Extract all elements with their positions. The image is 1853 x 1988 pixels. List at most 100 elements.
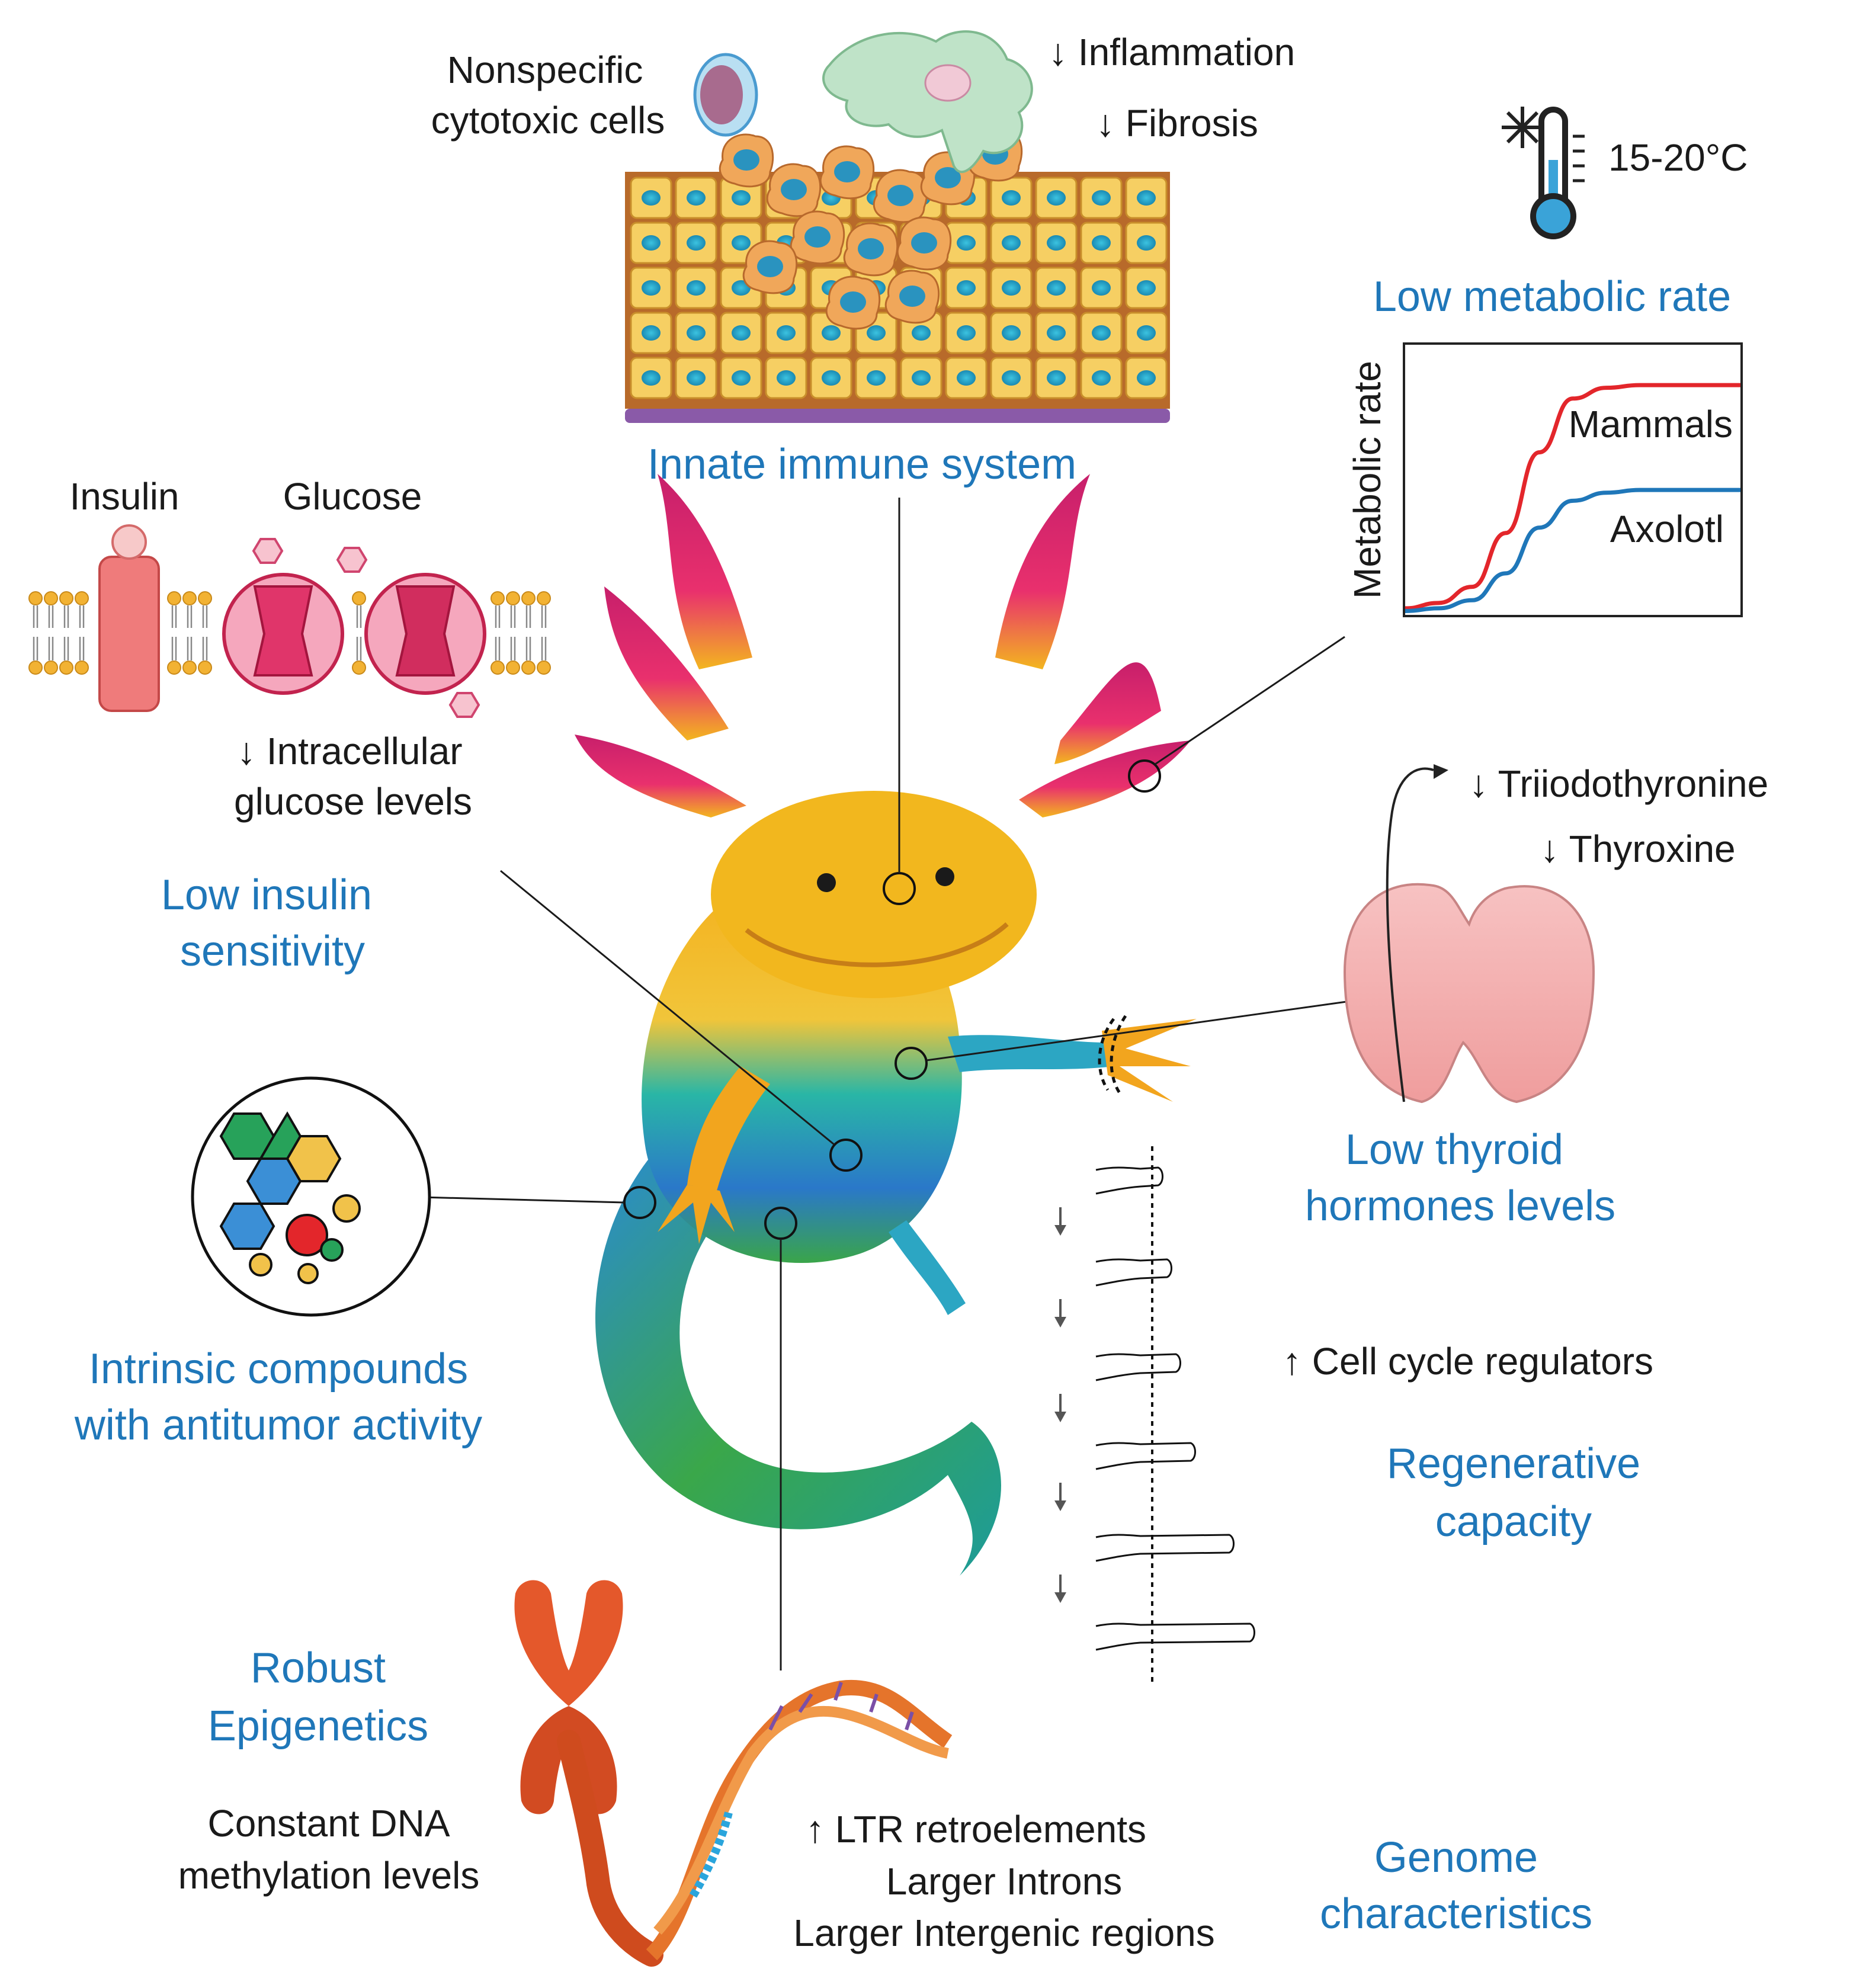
thyroid-title-line2: hormones levels: [1305, 1182, 1615, 1230]
genome-title-line2: characteristics: [1320, 1890, 1592, 1938]
cell-nucleus: [822, 370, 841, 386]
lipid-head: [352, 591, 366, 605]
methylation-label-line1: Constant DNA: [207, 1802, 450, 1845]
cell-nucleus: [642, 325, 661, 341]
cell-nucleus: [1047, 325, 1066, 341]
cell-nucleus: [777, 370, 796, 386]
limb-regeneration-sequence: [1054, 1146, 1255, 1682]
series-label-axolotl: Axolotl: [1610, 508, 1724, 550]
lipid-head: [490, 660, 505, 675]
thyroid-title-line1: Low thyroid: [1345, 1126, 1563, 1173]
cell-nucleus: [1137, 190, 1156, 206]
cell-nucleus: [867, 325, 886, 341]
fibrosis-label: ↓ Fibrosis: [1096, 102, 1258, 145]
epithelial-tissue-illustration: [625, 127, 1170, 423]
lipid-head: [352, 660, 366, 675]
series-line-mammals: [1405, 383, 1740, 611]
glucose-levels-line1: ↓ Intracellular: [237, 730, 463, 772]
lipid-head: [198, 660, 212, 675]
triiodothyronine-label: ↓ Triiodothyronine: [1469, 762, 1768, 805]
chromosome-icon: [514, 1580, 663, 1967]
cell-nucleus: [834, 161, 860, 182]
glucose-levels-line2: glucose levels: [234, 780, 472, 823]
lipid-head: [75, 660, 89, 675]
cell-nucleus: [1047, 190, 1066, 206]
cell-nucleus: [1002, 280, 1021, 296]
lipid-head: [521, 660, 536, 675]
lipid-head: [182, 660, 197, 675]
epigenetics-title-line2: Epigenetics: [208, 1702, 428, 1750]
lipid-head: [75, 591, 89, 605]
thyroid-gland-icon: [1343, 764, 1595, 1104]
cell-nucleus: [1092, 370, 1111, 386]
cell-nucleus: [1137, 370, 1156, 386]
cell-nucleus: [1092, 280, 1111, 296]
cell-membrane-illustration: [28, 591, 551, 675]
lipid-head: [182, 591, 197, 605]
lipid-head: [490, 591, 505, 605]
limb-outline: [1095, 1442, 1196, 1470]
glucose-molecule-icons: [252, 538, 480, 718]
chart-frame: [1403, 342, 1743, 617]
cell-nucleus: [732, 190, 751, 206]
cell-nucleus: [858, 238, 884, 259]
cell-nucleus: [642, 190, 661, 206]
metabolic-rate-title: Low metabolic rate: [1373, 273, 1731, 320]
cytotoxic-cell-icon: [693, 53, 758, 137]
limb-outline: [1095, 1258, 1172, 1287]
lipid-head: [537, 591, 551, 605]
lipid-head: [506, 591, 520, 605]
axolotl-illustration: [575, 474, 1197, 1576]
limb-outline: [1095, 1353, 1181, 1381]
cell-nucleus: [642, 280, 661, 296]
cell-nucleus: [840, 291, 866, 313]
cell-nucleus: [687, 235, 706, 251]
cytotoxic-cells-label-line1: Nonspecific: [447, 49, 643, 91]
cell-nucleus: [822, 325, 841, 341]
cell-nucleus: [867, 370, 886, 386]
cell-nucleus: [957, 370, 976, 386]
leader-lines: [399, 498, 1351, 1670]
cell-nucleus: [912, 370, 931, 386]
cell-nucleus: [1092, 235, 1111, 251]
temperature-label: 15-20°C: [1608, 136, 1748, 179]
lipid-head: [28, 591, 43, 605]
cell-nucleus: [1002, 190, 1021, 206]
cell-nucleus: [887, 185, 913, 206]
lipid-head: [506, 660, 520, 675]
dna-double-helix-icon: [646, 1679, 953, 1961]
lipid-head: [198, 591, 212, 605]
lipid-head: [59, 591, 73, 605]
regeneration-title-line2: capacity: [1435, 1498, 1592, 1545]
lipid-head: [167, 660, 181, 675]
innate-immune-title: Innate immune system: [647, 441, 1076, 488]
cell-nucleus: [1137, 325, 1156, 341]
larger-intergenic-label: Larger Intergenic regions: [793, 1912, 1215, 1954]
cell-nucleus: [781, 179, 807, 200]
cell-nucleus: [1047, 280, 1066, 296]
cell-nucleus: [687, 325, 706, 341]
cell-nucleus: [1092, 325, 1111, 341]
inflammation-label: ↓ Inflammation: [1049, 31, 1295, 73]
sequence-arrowhead: [1054, 1225, 1066, 1236]
cell-nucleus: [777, 325, 796, 341]
sequence-arrowhead: [1054, 1412, 1066, 1422]
molecular-compounds-icon: [191, 1076, 431, 1317]
insulin-receptor-icon: [98, 524, 160, 712]
cell-nucleus: [957, 235, 976, 251]
genome-title-line1: Genome: [1374, 1834, 1538, 1881]
compounds-title-line2: with antitumor activity: [74, 1402, 482, 1449]
cell-nucleus: [1002, 370, 1021, 386]
cell-nucleus: [1137, 235, 1156, 251]
cell-nucleus: [1092, 190, 1111, 206]
insulin-title-line2: sensitivity: [180, 928, 365, 975]
cell-nucleus: [1047, 370, 1066, 386]
cell-cycle-regulators-label: ↑ Cell cycle regulators: [1283, 1340, 1653, 1383]
ltr-retroelements-label: ↑ LTR retroelements: [806, 1808, 1146, 1851]
cell-nucleus: [687, 370, 706, 386]
cell-nucleus: [732, 370, 751, 386]
lipid-head: [167, 591, 181, 605]
limb-outline: [1095, 1534, 1235, 1562]
snowflake-icon: [1502, 107, 1543, 148]
